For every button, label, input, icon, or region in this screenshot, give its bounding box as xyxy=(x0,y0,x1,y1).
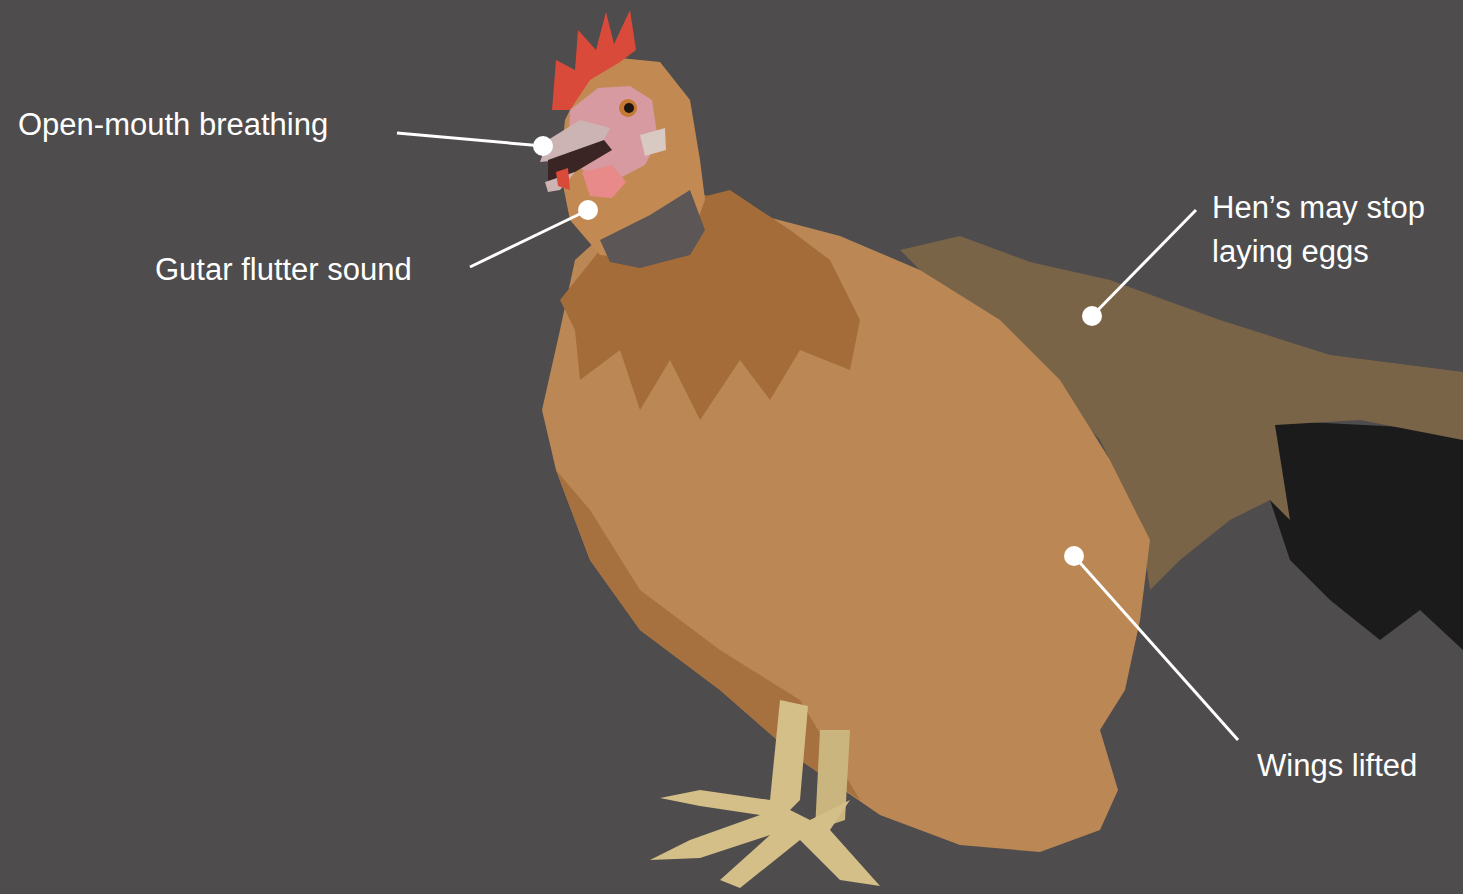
leader-dot xyxy=(533,136,553,156)
callout-label: Gutar flutter sound xyxy=(155,248,495,292)
leader-line xyxy=(397,133,543,146)
leader-line xyxy=(1092,210,1196,316)
neck-patch xyxy=(600,190,705,268)
wattle-small xyxy=(556,168,570,190)
pupil xyxy=(624,103,634,113)
leader-line xyxy=(1074,556,1238,740)
leader-line xyxy=(470,210,588,267)
callout-label: Open-mouth breathing xyxy=(18,103,418,147)
feet xyxy=(650,790,880,888)
leader-dot xyxy=(1064,546,1084,566)
leg xyxy=(770,700,808,820)
tail-feathers xyxy=(1265,420,1463,650)
eye xyxy=(619,99,637,117)
body xyxy=(542,190,1150,852)
ear-lobe xyxy=(640,128,666,156)
callout-label: Wings lifted xyxy=(1257,744,1457,788)
belly-shade xyxy=(556,470,860,800)
leader-dot xyxy=(1082,306,1102,326)
leader-dot xyxy=(578,200,598,220)
wattle xyxy=(582,165,626,198)
callout-label: Hen’s may stop laying eggs xyxy=(1212,186,1457,274)
